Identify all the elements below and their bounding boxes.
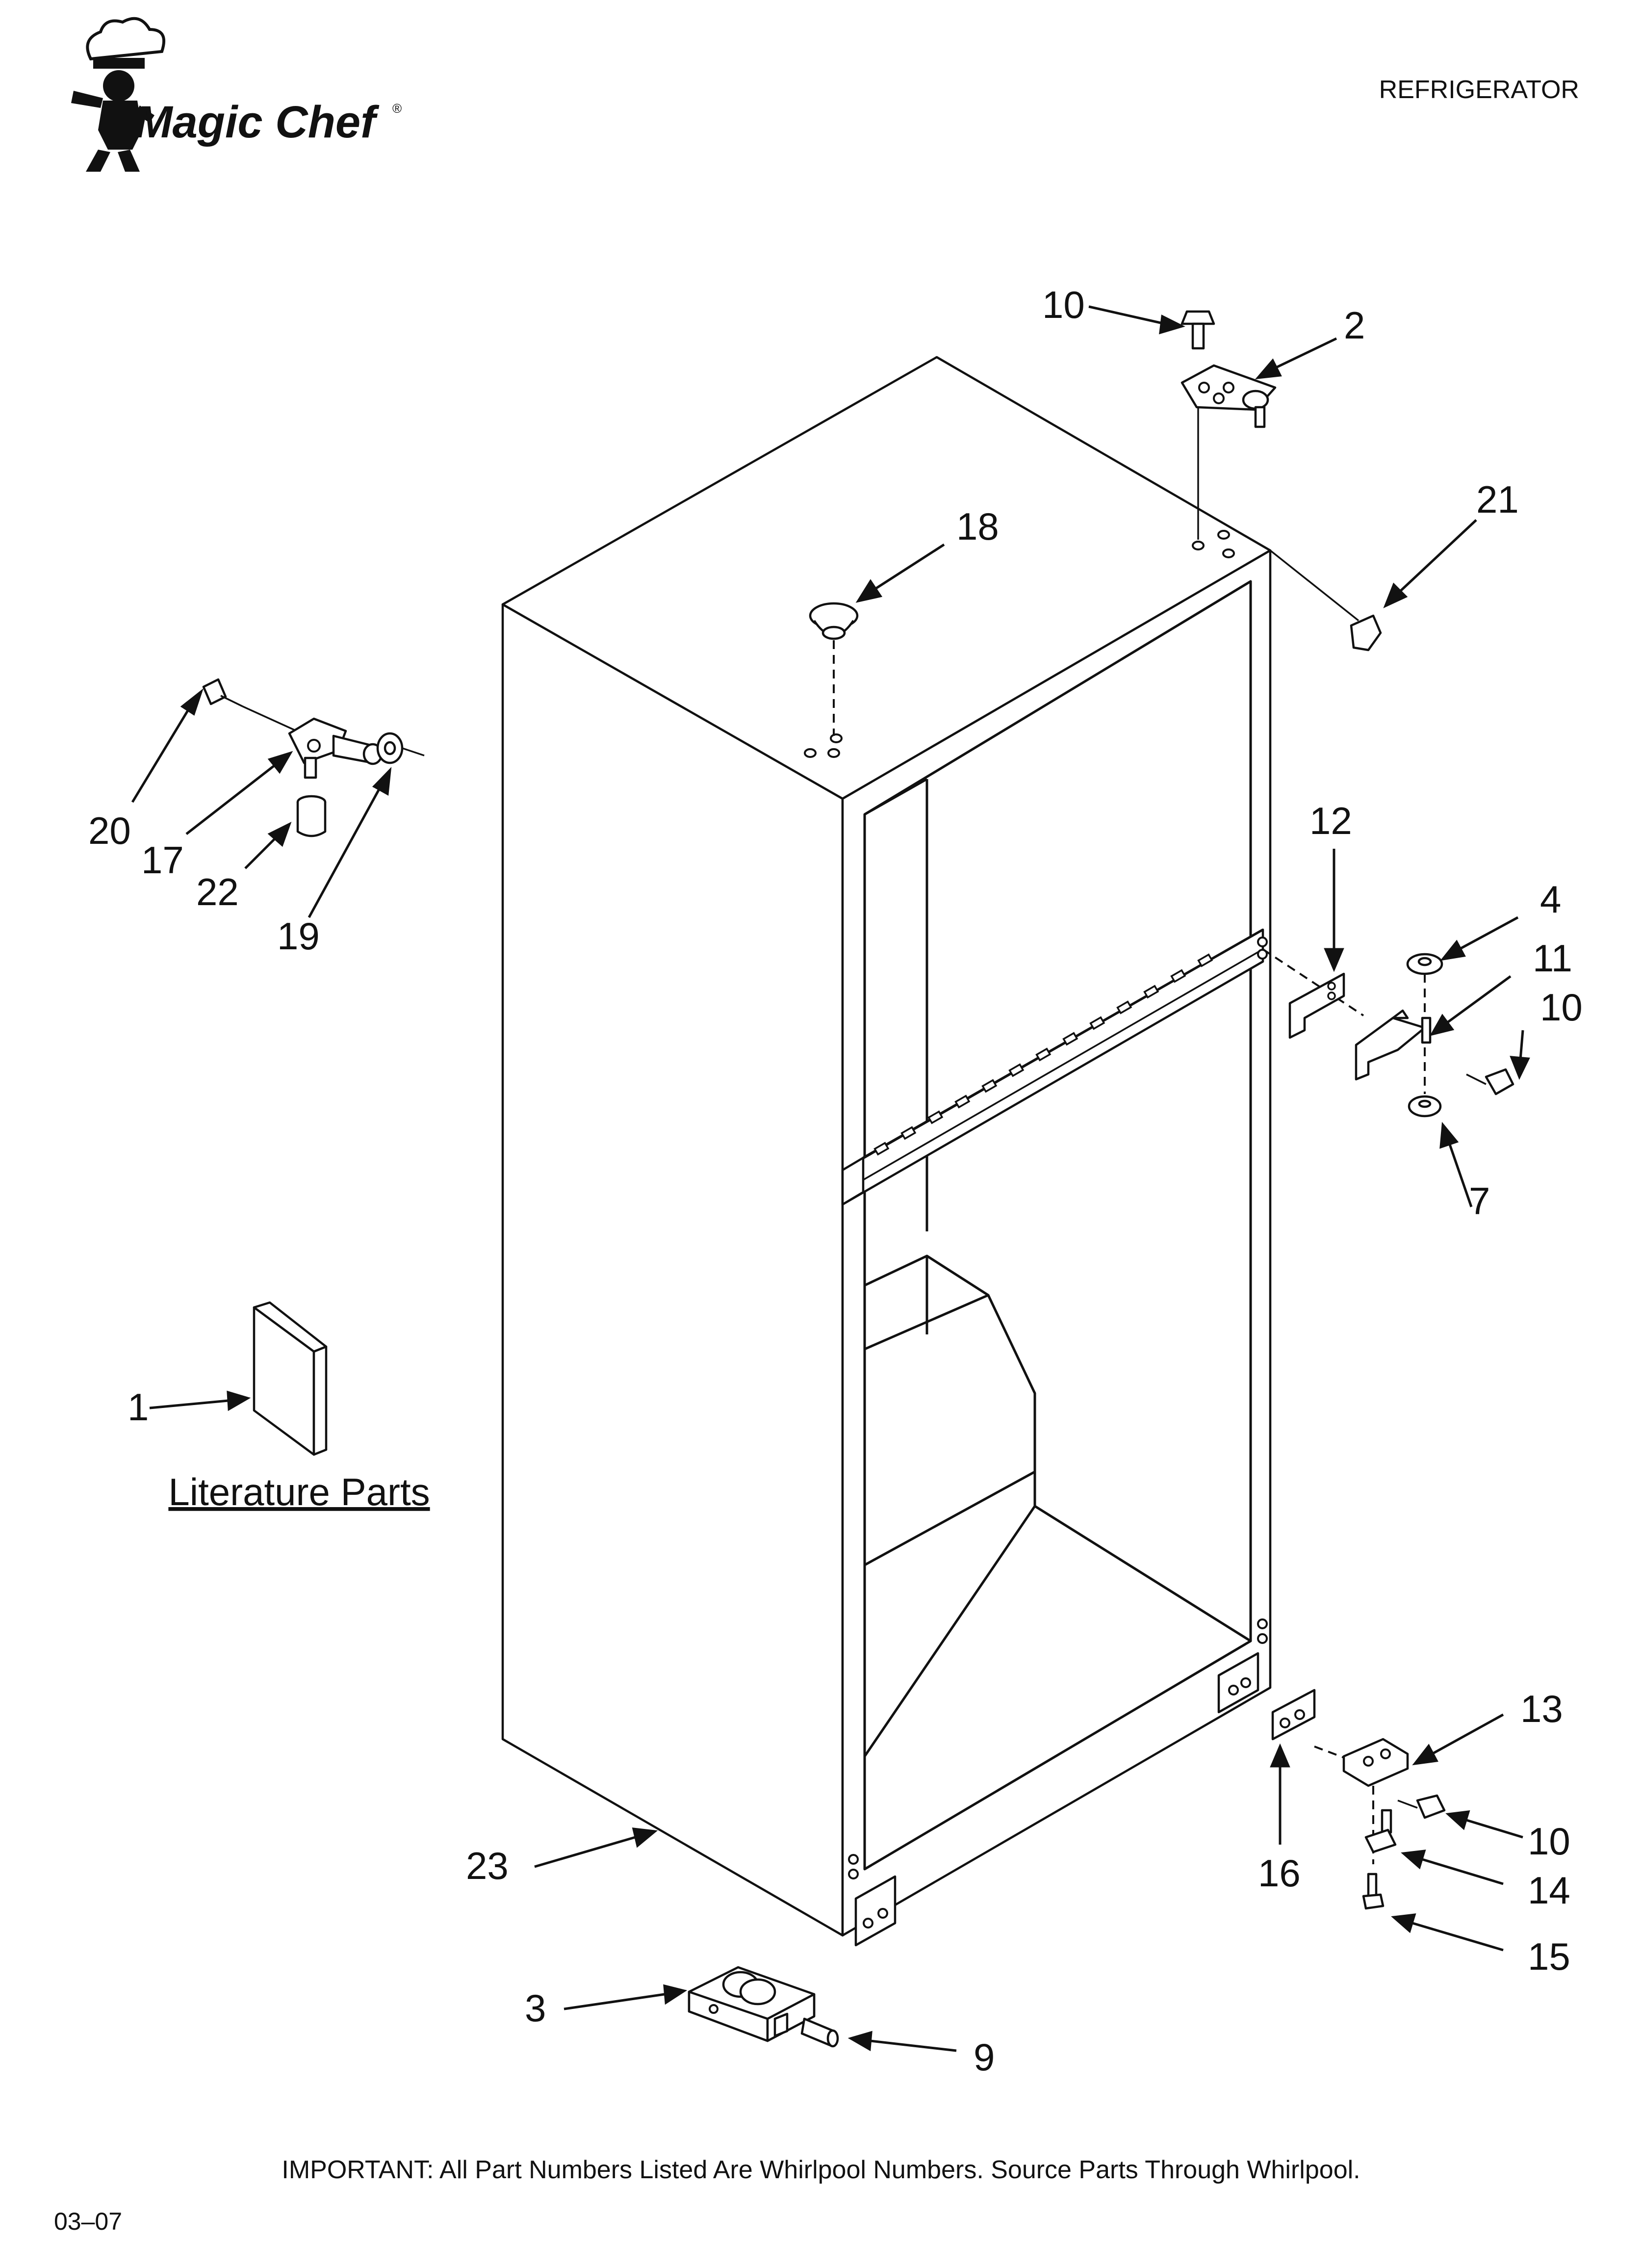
part-9-screw-icon [800,2017,839,2048]
literature-parts-caption: Literature Parts [168,1470,430,1513]
part-17-hinge-pin-icon [288,717,383,779]
part-16-shim-icon [1271,1689,1316,1741]
part-2-top-hinge-icon [1180,364,1277,428]
label-part-14: 14 [1528,1869,1570,1912]
label-part-9: 9 [974,2035,995,2079]
frame-holes [848,937,1268,1879]
label-part-11: 11 [1533,937,1572,980]
label-part-1: 1 [128,1385,149,1429]
label-part-2: 2 [1344,304,1365,347]
part-10-screw-top-icon [1180,310,1215,350]
brand-registered-mark: ® [392,101,402,116]
label-part-16: 16 [1258,1851,1301,1895]
label-part-21: 21 [1476,478,1519,521]
label-part-10-center: 10 [1540,986,1583,1029]
label-part-19: 19 [277,914,320,958]
label-part-3: 3 [525,1986,546,2030]
label-part-10-top: 10 [1042,283,1085,326]
cabinet-bottom-right-bracket [1217,1652,1259,1714]
brand-logo: Magic Chef ® [71,17,402,172]
cabinet-bottom-left-bracket [854,1875,897,1947]
leader-line-left-screw [242,705,297,732]
interior-left-edge [864,778,928,816]
part-19-washer-icon [376,732,425,764]
part-22-spacer-icon [296,795,327,837]
label-part-12: 12 [1309,799,1352,842]
part-21-hinge-cover-icon [1350,614,1382,652]
part-13-bottom-hinge-icon [1342,1738,1409,1787]
label-part-22: 22 [196,870,239,913]
label-part-7: 7 [1469,1179,1490,1223]
label-part-18: 18 [956,505,999,548]
label-part-23: 23 [466,1844,509,1887]
part-15-screw-icon [1362,1873,1385,1910]
part-3-leveling-leg-icon [688,1966,816,2042]
cabinet-assembly [501,356,1272,1947]
interior-shelf-edge [864,1294,989,1351]
brand-name: Magic Chef [135,97,380,147]
part-10-screw-bottom-icon [1397,1794,1446,1819]
part-10-screw-center-icon [1466,1068,1514,1095]
label-part-17: 17 [141,838,184,882]
part-18-plug-icon [809,602,859,640]
label-part-15: 15 [1528,1935,1570,1978]
part-20-screw-icon [202,678,243,707]
document-title: REFRIGERATOR [1379,76,1579,104]
part-14-hinge-pin-icon [1364,1809,1397,1853]
leader-arrows [131,305,1530,2052]
leader-line-hinge-cover [1269,549,1360,622]
part-4-washer-icon [1406,953,1443,975]
mullion-slots [873,953,1213,1156]
label-part-10-bottom: 10 [1528,1820,1570,1863]
part-11-center-hinge-icon [1355,1009,1432,1081]
top-mounting-holes [804,530,1235,758]
label-part-13: 13 [1520,1687,1563,1730]
part-12-shim-icon [1288,972,1345,1039]
cabinet-front-frame [841,549,1272,1937]
part-7-washer-icon [1408,1095,1442,1118]
label-part-4: 4 [1540,878,1561,921]
footer-important-note: IMPORTANT: All Part Numbers Listed Are W… [282,2156,1360,2184]
cabinet-side-panel [501,603,844,1937]
footer-date-code: 03–07 [54,2208,122,2235]
chef-mascot-icon [71,17,165,172]
label-part-20: 20 [88,809,131,852]
part-1-literature-booklet-icon [253,1301,328,1456]
interior-evap-housing [864,1254,1036,1566]
leader-dashed-center [1262,948,1364,1017]
